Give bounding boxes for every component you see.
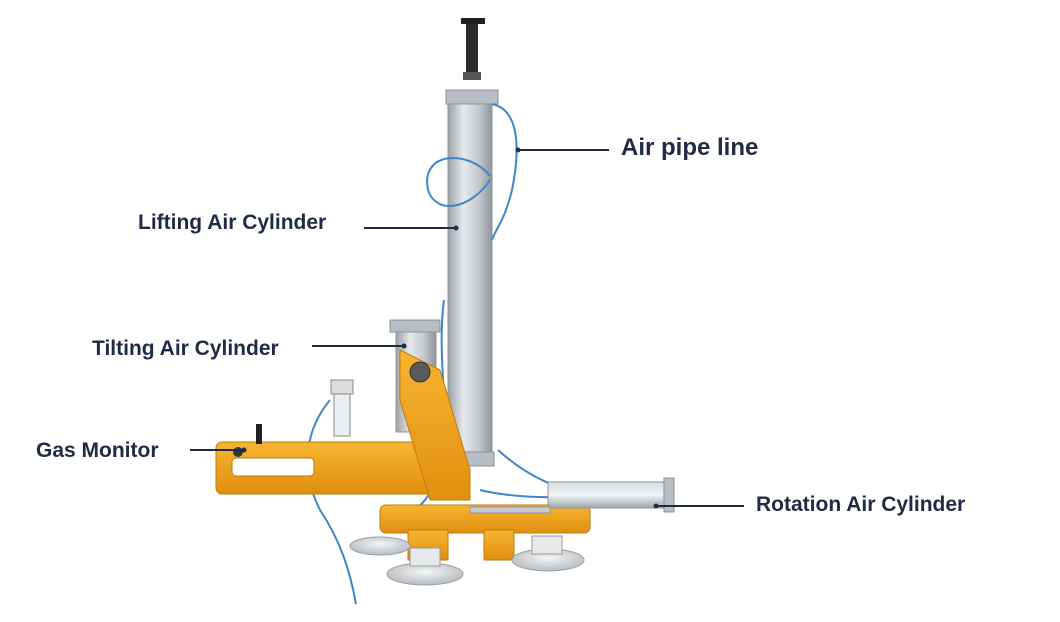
leader-dots [241, 147, 659, 509]
rotation-air-cylinder [469, 477, 675, 514]
lifting-air-cylinder-label: Lifting Air Cylinder [138, 211, 327, 234]
leader-lines [190, 149, 744, 507]
tilting-air-cylinder-label: Tilting Air Cylinder [92, 337, 279, 360]
orange-frame [215, 349, 591, 561]
air-pipe-line-label: Air pipe line [621, 134, 759, 161]
rotation-air-cylinder-label: Rotation Air Cylinder [756, 493, 966, 516]
suction-cups [349, 535, 585, 586]
lifting-air-cylinder [443, 89, 499, 467]
top-mount [461, 18, 485, 80]
gas-monitor-label: Gas Monitor [36, 439, 159, 462]
filter-regulator [330, 379, 354, 437]
